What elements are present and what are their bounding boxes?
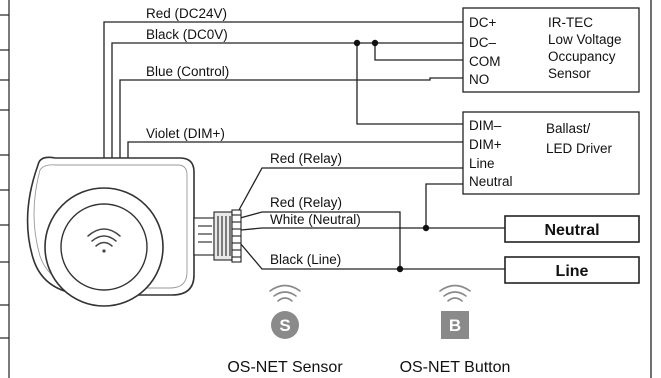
- legend-button: B OS-NET Button: [400, 284, 511, 376]
- wire-label-red-relay-1: Red (Relay): [270, 151, 342, 166]
- button-badge: [441, 311, 469, 339]
- sensor-title-line-1: IR-TEC: [548, 15, 593, 30]
- sensor-badge: [271, 311, 299, 339]
- neutral-label: Neutral: [544, 222, 599, 239]
- wire-label-black-dc0v: Black (DC0V): [146, 27, 228, 42]
- terminal-line: Line: [469, 156, 495, 171]
- wire-label-black-line: Black (Line): [270, 252, 341, 267]
- button-badge-letter: B: [449, 316, 461, 335]
- wire-label-red-relay-2: Red (Relay): [270, 195, 342, 210]
- wifi-icon: [439, 284, 471, 302]
- sensor-caption: OS-NET Sensor: [227, 359, 343, 376]
- left-edge-table: [0, 0, 10, 378]
- ballast-driver-box: DIM– DIM+ Line Neutral Ballast/ LED Driv…: [462, 111, 640, 195]
- junction-dots: [353, 39, 430, 273]
- terminal-dc-minus: DC–: [469, 35, 496, 50]
- wifi-icon: [269, 284, 301, 302]
- terminal-dim-minus: DIM–: [469, 118, 502, 133]
- wifi-icon: [87, 228, 121, 253]
- terminal-com: COM: [469, 54, 501, 69]
- wire-label-red-dc24v: Red (DC24V): [146, 6, 227, 21]
- neutral-supply-box: Neutral: [504, 215, 640, 243]
- wire-label-white-neutral: White (Neutral): [270, 212, 361, 227]
- driver-title-line-1: Ballast/: [546, 121, 591, 136]
- wires: [103, 21, 505, 270]
- line-label: Line: [556, 263, 589, 280]
- wire-label-violet-dim: Violet (DIM+): [146, 126, 225, 141]
- terminal-block-connector: [193, 209, 242, 263]
- driver-title-line-2: LED Driver: [546, 141, 613, 156]
- sensor-title-line-2: Low Voltage: [548, 32, 622, 47]
- terminal-dc-plus: DC+: [469, 15, 496, 30]
- line-supply-box: Line: [504, 256, 640, 284]
- sensor-title-line-3: Occupancy: [548, 49, 616, 64]
- sensor-title-line-4: Sensor: [548, 66, 591, 81]
- button-caption: OS-NET Button: [400, 359, 511, 376]
- occupancy-sensor-box: DC+ DC– COM NO IR-TEC Low Voltage Occupa…: [462, 7, 640, 93]
- legend-sensor: S OS-NET Sensor: [227, 284, 343, 376]
- terminal-no: NO: [469, 72, 489, 87]
- terminal-neutral: Neutral: [469, 174, 513, 189]
- relay-module-device: [26, 156, 195, 307]
- sensor-badge-letter: S: [279, 316, 290, 335]
- terminal-dim-plus: DIM+: [469, 137, 502, 152]
- wire-label-blue-control: Blue (Control): [146, 64, 229, 79]
